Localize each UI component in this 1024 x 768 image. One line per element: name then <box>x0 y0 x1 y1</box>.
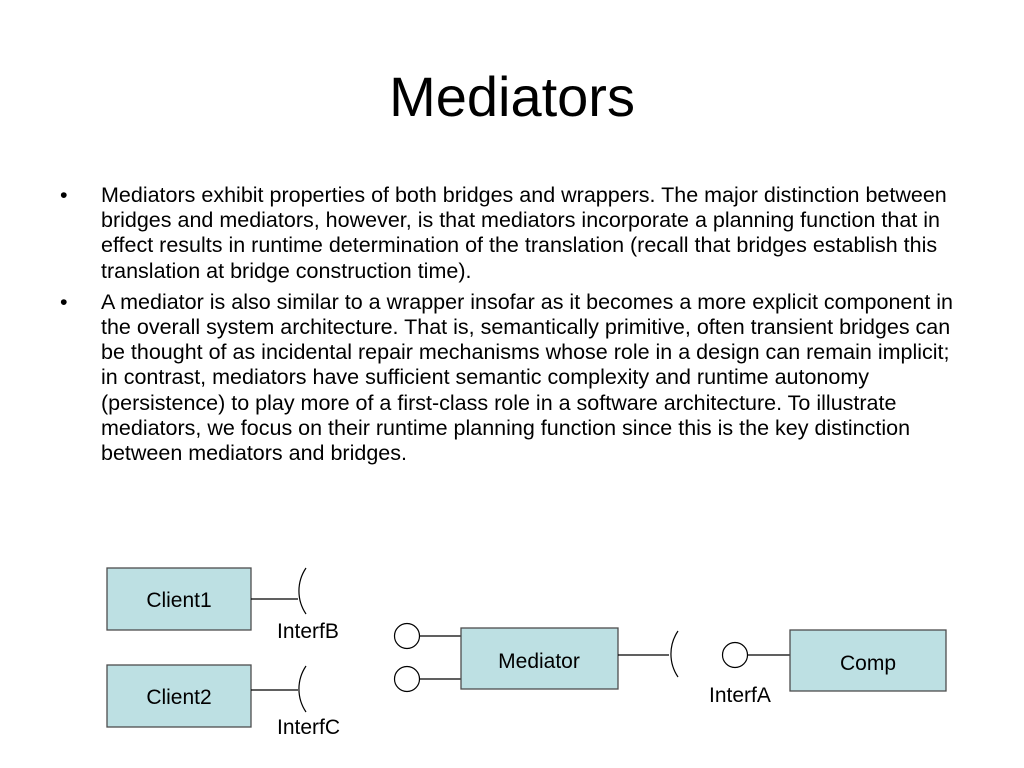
interf-a-lollipop-icon <box>721 641 749 669</box>
bullet-item: • Mediators exhibit properties of both b… <box>60 183 970 284</box>
bullet-dot-icon: • <box>60 183 68 207</box>
slide-title: Mediators <box>389 65 635 128</box>
mediator-label: Mediator <box>498 650 580 673</box>
comp-component: Comp <box>789 629 947 692</box>
bullet-item: • A mediator is also similar to a wrappe… <box>60 290 970 466</box>
interf-b-label: InterfB <box>277 620 339 643</box>
comp-box <box>789 629 947 692</box>
client2-component: Client2 <box>106 664 252 728</box>
mediator-component: Mediator <box>460 627 619 690</box>
bullet-list: • Mediators exhibit properties of both b… <box>60 183 970 472</box>
client1-label: Client1 <box>146 589 211 612</box>
interf-c-label: InterfC <box>277 716 340 739</box>
mediator-required-socket-icon <box>670 630 679 678</box>
comp-label: Comp <box>840 652 896 675</box>
client2-label: Client2 <box>146 686 211 709</box>
interf-b-socket-icon <box>298 567 307 615</box>
client1-box <box>106 567 252 631</box>
bullet-dot-icon: • <box>60 289 68 314</box>
bullet-text: Mediators exhibit properties of both bri… <box>101 183 947 283</box>
client1-component: Client1 <box>106 567 252 631</box>
mediator-provided-interface-top-icon <box>393 622 421 650</box>
interf-a-label: InterfA <box>709 684 771 707</box>
bullet-text: A mediator is also similar to a wrapper … <box>101 289 954 466</box>
mediator-box <box>460 627 619 690</box>
client2-box <box>106 664 252 728</box>
mediator-provided-interface-bottom-icon <box>393 665 421 693</box>
interf-c-socket-icon <box>298 665 307 713</box>
